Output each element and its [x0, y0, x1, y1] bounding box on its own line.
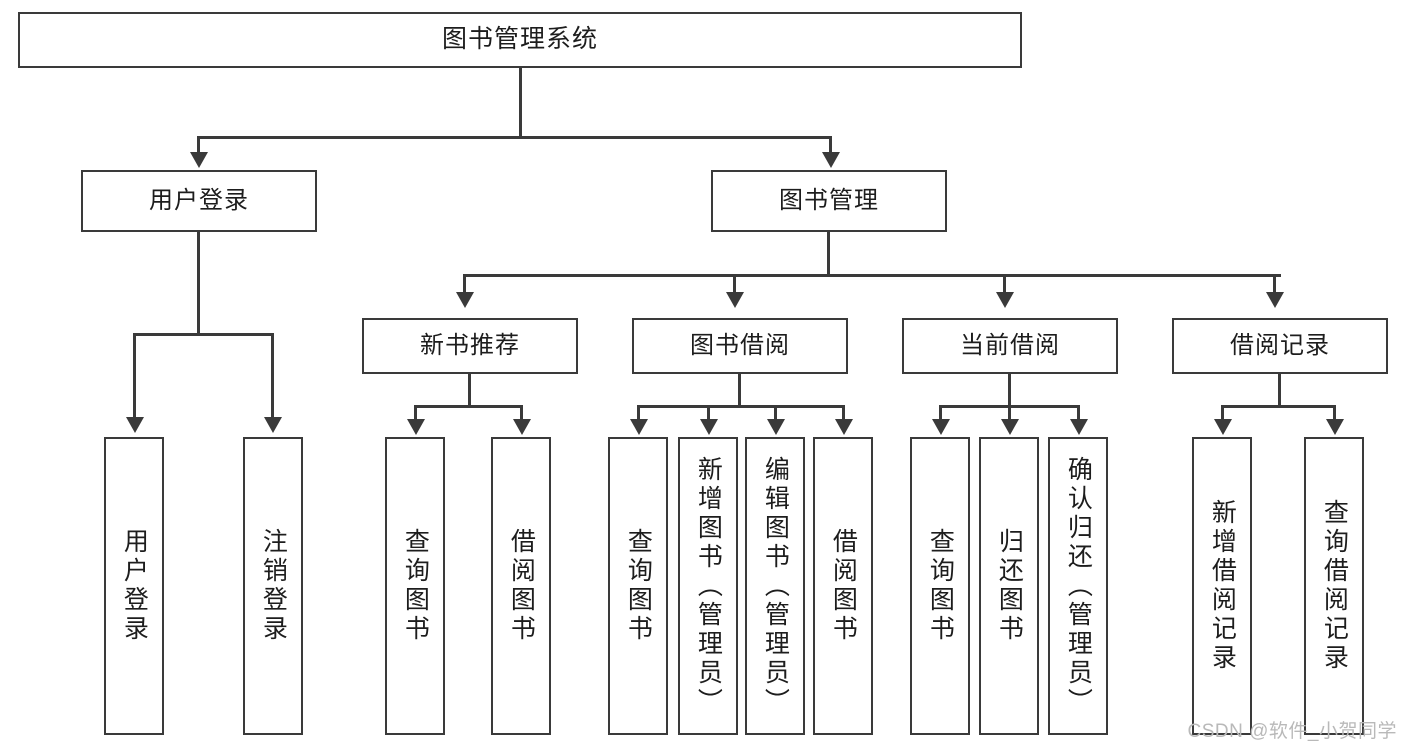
connector-user-login-bus — [134, 333, 273, 336]
leaf-current-borrow-query-book[interactable]: 查询图书 — [910, 437, 970, 735]
arrow-down-icon-current-borrow — [996, 292, 1014, 308]
node-book-borrow[interactable]: 图书借阅 — [632, 318, 848, 374]
connector-root-stem — [519, 68, 522, 138]
arrow-down-icon-cb-confirm — [1070, 419, 1088, 435]
connector-drop-nb-query — [414, 405, 417, 421]
leaf-current-borrow-confirm-return-admin[interactable]: 确认归还（管理员） — [1048, 437, 1108, 735]
leaf-user-login-logout[interactable]: 注销登录 — [243, 437, 303, 735]
connector-drop-borrow-record — [1273, 274, 1276, 296]
connector-drop-bb-query — [637, 405, 640, 421]
leaf-book-borrow-edit-book-admin[interactable]: 编辑图书（管理员） — [745, 437, 805, 735]
connector-drop-bb-borrow — [842, 405, 845, 421]
connector-book-management-bus — [464, 274, 1281, 277]
connector-drop-nb-borrow — [520, 405, 523, 421]
connector-drop-leaf-user-login — [133, 333, 136, 421]
connector-drop-current-borrow — [1003, 274, 1006, 296]
connector-user-login-stem — [197, 232, 200, 335]
connector-new-book-bus — [415, 405, 523, 408]
arrow-down-icon-leaf-logout — [264, 417, 282, 433]
node-new-book-recommend[interactable]: 新书推荐 — [362, 318, 578, 374]
connector-drop-cb-return — [1008, 405, 1011, 421]
connector-drop-cb-confirm — [1077, 405, 1080, 421]
connector-drop-book-borrow — [733, 274, 736, 296]
connector-book-borrow-stem — [738, 374, 741, 407]
node-borrow-record[interactable]: 借阅记录 — [1172, 318, 1388, 374]
arrow-down-icon-br-query — [1326, 419, 1344, 435]
connector-drop-book-management — [829, 136, 832, 156]
connector-borrow-record-stem — [1278, 374, 1281, 407]
leaf-book-borrow-add-book-admin[interactable]: 新增图书（管理员） — [678, 437, 738, 735]
arrow-down-icon-book-borrow — [726, 292, 744, 308]
arrow-down-icon-bb-query — [630, 419, 648, 435]
connector-book-management-stem — [827, 232, 830, 276]
connector-drop-user-login — [197, 136, 200, 156]
leaf-user-login-login[interactable]: 用户登录 — [104, 437, 164, 735]
arrow-down-icon-borrow-record — [1266, 292, 1284, 308]
connector-drop-br-add — [1221, 405, 1224, 421]
node-current-borrow[interactable]: 当前借阅 — [902, 318, 1118, 374]
arrow-down-icon-cb-query — [932, 419, 950, 435]
node-root-book-management-system[interactable]: 图书管理系统 — [18, 12, 1022, 68]
connector-drop-new-book — [463, 274, 466, 296]
node-user-login[interactable]: 用户登录 — [81, 170, 317, 232]
leaf-new-book-borrow-book[interactable]: 借阅图书 — [491, 437, 551, 735]
arrow-down-icon-cb-return — [1001, 419, 1019, 435]
arrow-down-icon-nb-query — [407, 419, 425, 435]
arrow-down-icon-nb-borrow — [513, 419, 531, 435]
leaf-new-book-query-book[interactable]: 查询图书 — [385, 437, 445, 735]
connector-new-book-stem — [468, 374, 471, 407]
arrow-down-icon-bb-edit — [767, 419, 785, 435]
connector-drop-bb-add — [707, 405, 710, 421]
arrow-down-icon-new-book — [456, 292, 474, 308]
connector-current-borrow-stem — [1008, 374, 1011, 407]
connector-root-bus — [198, 136, 832, 139]
leaf-borrow-record-add-record[interactable]: 新增借阅记录 — [1192, 437, 1252, 735]
connector-drop-cb-query — [939, 405, 942, 421]
connector-book-borrow-bus — [638, 405, 844, 408]
node-book-management[interactable]: 图书管理 — [711, 170, 947, 232]
arrow-down-icon-br-add — [1214, 419, 1232, 435]
connector-borrow-record-bus — [1222, 405, 1336, 408]
arrow-down-icon-bb-add — [700, 419, 718, 435]
arrow-down-icon-user-login — [190, 152, 208, 168]
connector-drop-br-query — [1333, 405, 1336, 421]
leaf-current-borrow-return-book[interactable]: 归还图书 — [979, 437, 1039, 735]
connector-drop-leaf-logout — [271, 333, 274, 421]
leaf-book-borrow-borrow-book[interactable]: 借阅图书 — [813, 437, 873, 735]
arrow-down-icon-bb-borrow — [835, 419, 853, 435]
leaf-book-borrow-query-book[interactable]: 查询图书 — [608, 437, 668, 735]
arrow-down-icon-leaf-user-login — [126, 417, 144, 433]
leaf-borrow-record-query-record[interactable]: 查询借阅记录 — [1304, 437, 1364, 735]
connector-drop-bb-edit — [774, 405, 777, 421]
arrow-down-icon-book-management — [822, 152, 840, 168]
